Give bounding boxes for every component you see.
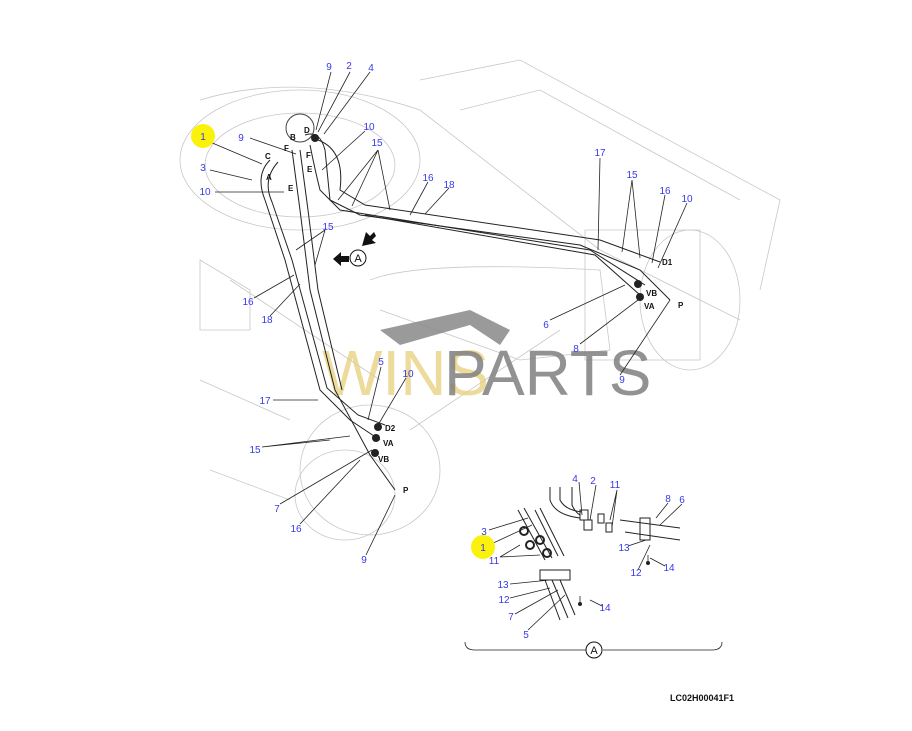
arrow-left-icon: [333, 252, 349, 266]
callout-6[interactable]: 6: [679, 495, 685, 506]
callout-12[interactable]: 12: [498, 595, 510, 606]
callout-9[interactable]: 9: [619, 375, 625, 386]
callout-17[interactable]: 17: [259, 396, 271, 407]
callout-16[interactable]: 16: [422, 173, 434, 184]
callout-10[interactable]: 10: [681, 194, 693, 205]
callout-15[interactable]: 15: [249, 445, 261, 456]
callout-7[interactable]: 7: [508, 612, 514, 623]
callout-8[interactable]: 8: [665, 494, 671, 505]
callout-11[interactable]: 11: [610, 480, 621, 491]
watermark-logo: WINS PARTS: [322, 310, 651, 409]
svg-text:E: E: [288, 184, 294, 193]
callout-10[interactable]: 10: [199, 187, 211, 198]
callout-12[interactable]: 12: [630, 568, 642, 579]
svg-text:P: P: [678, 301, 684, 310]
svg-text:A: A: [590, 645, 598, 657]
callout-1[interactable]: 1: [480, 543, 486, 554]
callout-4[interactable]: 4: [368, 63, 374, 74]
drawing-code: LC02H00041F1: [670, 693, 734, 703]
callout-16[interactable]: 16: [659, 186, 671, 197]
arrow-up-icon: [362, 232, 376, 246]
callout-3[interactable]: 3: [481, 527, 487, 538]
callout-14[interactable]: 14: [599, 603, 611, 614]
callout-4[interactable]: 4: [572, 474, 578, 485]
callout-7[interactable]: 7: [274, 504, 280, 515]
svg-text:D2: D2: [385, 424, 396, 433]
svg-text:VB: VB: [646, 289, 657, 298]
callout-2[interactable]: 2: [590, 476, 596, 487]
callout-9[interactable]: 9: [238, 133, 244, 144]
callout-9[interactable]: 9: [326, 62, 332, 73]
svg-text:F: F: [306, 151, 311, 160]
callout-18[interactable]: 18: [443, 180, 455, 191]
svg-text:E: E: [307, 165, 313, 174]
callout-15[interactable]: 15: [371, 138, 383, 149]
machine-outline: [179, 59, 781, 541]
port-labels: D B F F C A E E D1 VB VA P D2 VA VB P: [265, 126, 684, 495]
svg-text:D: D: [304, 126, 310, 135]
callout-18[interactable]: 18: [261, 315, 273, 326]
callout-6[interactable]: 6: [543, 320, 549, 331]
callout-16[interactable]: 16: [242, 297, 254, 308]
hose-lines: [260, 113, 671, 491]
highlight-marker: [191, 124, 215, 148]
svg-text:VA: VA: [644, 302, 655, 311]
callout-10[interactable]: 10: [402, 369, 414, 380]
callout-8[interactable]: 8: [573, 344, 579, 355]
callout-10[interactable]: 10: [363, 122, 375, 133]
leader-lines: [209, 71, 723, 651]
callout-2[interactable]: 2: [346, 61, 352, 72]
callout-5[interactable]: 5: [523, 630, 529, 641]
view-a-indicator: A: [333, 232, 376, 267]
detail-a-parts: [517, 487, 681, 621]
svg-text:C: C: [265, 152, 271, 161]
callout-5[interactable]: 5: [378, 357, 384, 368]
svg-text:PARTS: PARTS: [444, 337, 651, 409]
main-callouts: 1 9 2 4 9 10 3 10 15 16 18 17 15 16 10 1…: [199, 61, 693, 566]
callout-15[interactable]: 15: [322, 222, 334, 233]
svg-text:VA: VA: [383, 439, 394, 448]
svg-text:A: A: [354, 253, 362, 265]
svg-text:B: B: [290, 133, 296, 142]
svg-text:P: P: [403, 486, 409, 495]
callout-11[interactable]: 11: [489, 556, 500, 567]
callout-14[interactable]: 14: [663, 563, 675, 574]
callout-17[interactable]: 17: [594, 148, 606, 159]
callout-13[interactable]: 13: [497, 580, 509, 591]
callout-3[interactable]: 3: [200, 163, 206, 174]
detail-a-callouts: 4 2 11 8 6 3 1 11 13 12 14 13 12 7 5 14: [480, 474, 685, 641]
callout-16[interactable]: 16: [290, 524, 302, 535]
svg-text:D1: D1: [662, 258, 673, 267]
callout-1[interactable]: 1: [200, 132, 206, 143]
svg-text:VB: VB: [378, 455, 389, 464]
callout-13[interactable]: 13: [618, 543, 630, 554]
svg-text:F: F: [284, 144, 289, 153]
highlight-marker: [471, 535, 495, 559]
svg-text:A: A: [266, 173, 272, 182]
detail-a-marker: A: [585, 641, 603, 659]
callout-15[interactable]: 15: [626, 170, 638, 181]
callout-9[interactable]: 9: [361, 555, 367, 566]
svg-text:WINS: WINS: [322, 337, 489, 409]
